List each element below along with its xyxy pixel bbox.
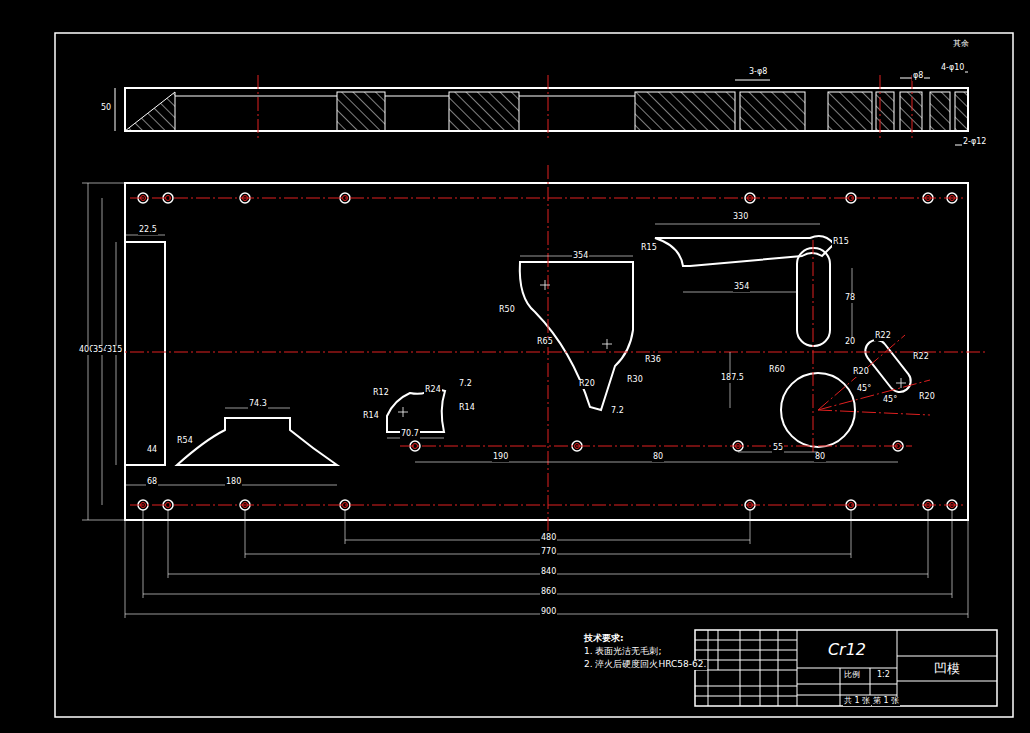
title-block-cell: 比例 — [843, 671, 861, 680]
dimension-text: 其余 — [952, 40, 970, 49]
dimension-text: R15 — [640, 244, 658, 253]
dimension-text: 2-φ12 — [962, 138, 987, 147]
dimension-text: R20 — [852, 368, 870, 377]
center-lines — [108, 75, 985, 535]
dimension-text: 7.2 — [610, 407, 625, 416]
technical-note: 2. 淬火后硬度回火HRC58-62. — [583, 660, 707, 670]
title-block-box: 凹模 — [897, 656, 997, 681]
dimension-text: 900 — [540, 608, 557, 617]
dimension-text: R15 — [832, 238, 850, 247]
center-marks — [398, 280, 906, 417]
technical-note: 1. 表面光洁无毛刺; — [583, 647, 662, 657]
side-section-view — [115, 72, 985, 145]
dimension-text: 860 — [540, 588, 557, 597]
title-block-cell: 第 1 张 — [872, 697, 900, 706]
dimension-text: R36 — [644, 356, 662, 365]
dimension-text: 840 — [540, 568, 557, 577]
dimension-text: 7.2 — [458, 380, 473, 389]
dimension-text: R50 — [498, 306, 516, 315]
dimension-text: R20 — [918, 393, 936, 402]
dimension-text: R14 — [458, 404, 476, 413]
title-block-cell: 共 1 张 — [843, 697, 871, 706]
dimension-text: 45° — [882, 396, 898, 405]
dimension-text: 4-φ10 — [940, 64, 965, 73]
dimension-text: 480 — [540, 534, 557, 543]
dimension-text: R22 — [874, 332, 892, 341]
dimension-text: 78 — [844, 294, 856, 303]
dimension-text: R65 — [536, 338, 554, 347]
dimension-text: 20 — [844, 338, 856, 347]
dimension-text: R24 — [424, 386, 442, 395]
dimension-text: R30 — [626, 376, 644, 385]
dimension-text: 187.5 — [720, 374, 745, 383]
dimension-text: R60 — [768, 366, 786, 375]
dimension-text: φ8 — [912, 72, 924, 81]
dimension-text: R14 — [362, 412, 380, 421]
dimension-text: 330 — [732, 213, 749, 222]
dimension-text: 315 — [106, 346, 123, 355]
dimension-text: R22 — [912, 353, 930, 362]
title-text: 凹模 — [934, 660, 960, 678]
dimension-text: 70.7 — [400, 430, 420, 439]
dimension-text: 22.5 — [138, 226, 158, 235]
title-block-box: Cr12 — [797, 630, 897, 668]
drawing-frame — [55, 33, 1013, 717]
dimension-text: 770 — [540, 548, 557, 557]
dimension-text: R12 — [372, 389, 390, 398]
dimension-lines — [82, 183, 968, 618]
dimension-text: 80 — [814, 453, 826, 462]
dimension-text: 354 — [572, 252, 589, 261]
dimension-text: 44 — [146, 446, 158, 455]
technical-note: 技术要求: — [583, 634, 625, 644]
dimension-text: 354 — [733, 283, 750, 292]
title-text: Cr12 — [828, 640, 866, 659]
dimension-text: 3-φ8 — [748, 68, 768, 77]
dimension-text: 80 — [652, 453, 664, 462]
dimension-text: R20 — [578, 380, 596, 389]
title-block-cell: 1:2 — [876, 671, 891, 680]
dimension-text: 50 — [100, 104, 112, 113]
title-block — [695, 630, 997, 706]
dimension-text: R54 — [176, 437, 194, 446]
die-openings — [125, 236, 915, 465]
dimension-text: 45° — [856, 385, 872, 394]
dimension-text: 68 — [146, 478, 158, 487]
dimension-text: 180 — [225, 478, 242, 487]
dimension-text: 55 — [772, 444, 784, 453]
dimension-text: 74.3 — [248, 400, 268, 409]
dimension-text: 190 — [492, 453, 509, 462]
